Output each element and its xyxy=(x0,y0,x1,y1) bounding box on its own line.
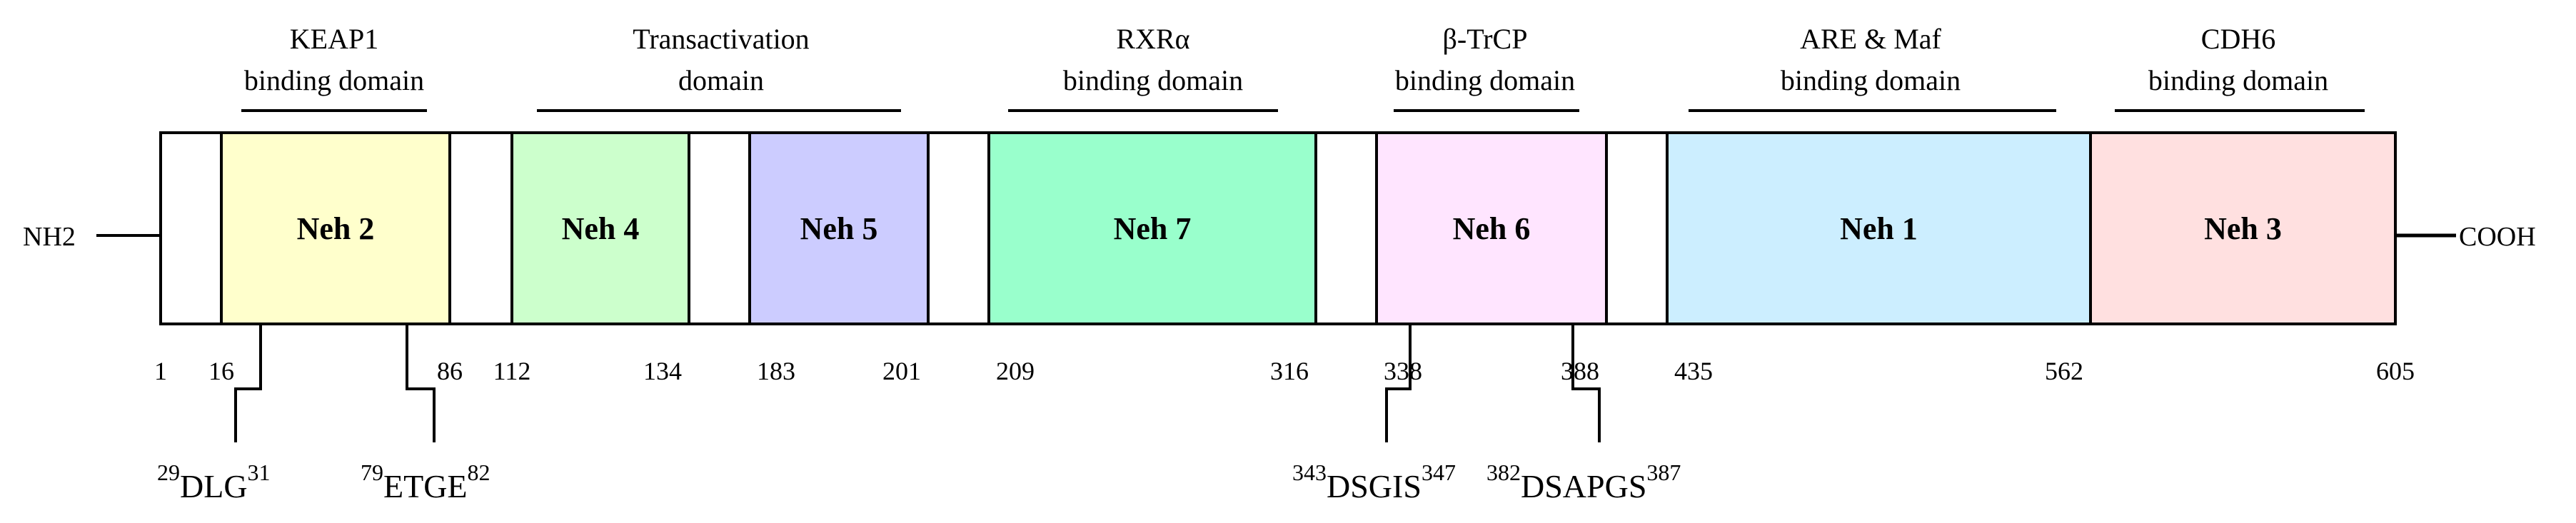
motif-dlg-connector xyxy=(234,325,262,442)
motif-dsgis: 343DSGIS347 xyxy=(1292,325,1456,504)
position-label-16: 16 xyxy=(208,357,234,385)
motif-dsgis-start: 343 xyxy=(1292,459,1327,485)
transactivation-group-title-line2: domain xyxy=(678,64,764,96)
transactivation-group-title-line1: Transactivation xyxy=(633,23,809,55)
segment-linker-6 xyxy=(927,131,990,325)
segment-neh6 xyxy=(1375,131,1608,325)
segment-label-neh4: Neh 4 xyxy=(562,211,640,246)
segment-linker-8 xyxy=(1314,131,1378,325)
position-label-1: 1 xyxy=(154,357,167,385)
keap1-group-title-line2: binding domain xyxy=(244,64,424,96)
motif-dsgis-connector xyxy=(1385,325,1412,442)
segment-neh3 xyxy=(2089,131,2397,325)
position-label-134: 134 xyxy=(643,357,682,385)
position-label-605: 605 xyxy=(2376,357,2415,385)
position-label-183: 183 xyxy=(757,357,795,385)
position-label-316: 316 xyxy=(1270,357,1309,385)
segment-label-neh7: Neh 7 xyxy=(1114,211,1192,246)
segment-linker-10 xyxy=(1605,131,1669,325)
motif-etge-end: 82 xyxy=(468,459,490,485)
motif-dsgis-end: 347 xyxy=(1422,459,1456,485)
motif-dlg-label: 29DLG31 xyxy=(157,459,271,504)
motif-dsgis-seq: DSGIS xyxy=(1327,468,1422,504)
segment-neh1 xyxy=(1666,131,2092,325)
motif-dsapgs: 382DSAPGS387 xyxy=(1486,325,1681,504)
motif-dlg-seq: DLG xyxy=(180,468,248,504)
motif-dsapgs-start: 382 xyxy=(1486,459,1521,485)
position-label-201: 201 xyxy=(882,357,921,385)
segment-linker-2 xyxy=(448,131,513,325)
segment-neh2 xyxy=(220,131,451,325)
position-label-388: 388 xyxy=(1561,357,1599,385)
segment-label-neh6: Neh 6 xyxy=(1453,211,1531,246)
motif-dsapgs-connector xyxy=(1571,325,1601,442)
segment-label-neh3: Neh 3 xyxy=(2204,211,2282,246)
segment-label-neh1: Neh 1 xyxy=(1840,211,1918,246)
n-terminal-label: NH2 xyxy=(23,222,76,252)
position-label-562: 562 xyxy=(2045,357,2083,385)
cdh6-group-title-line2: binding domain xyxy=(2148,64,2328,96)
rxr-group-title-line2: binding domain xyxy=(1063,64,1243,96)
position-label-338: 338 xyxy=(1384,357,1422,385)
protein-segments: Neh 2 Neh 4 Neh 5 Neh 7 Neh 6 Neh 1 Neh 3 xyxy=(159,131,2397,325)
btrcp-group-title-line1: β-TrCP xyxy=(1443,23,1528,55)
position-labels: 1 16 86 112 134 183 201 209 316 338 388 435 562 605 xyxy=(154,357,2415,385)
motif-dsapgs-seq: DSAPGS xyxy=(1521,468,1646,504)
segment-linker-0 xyxy=(159,131,223,325)
position-label-435: 435 xyxy=(1674,357,1713,385)
motif-dlg-end: 31 xyxy=(248,459,271,485)
motif-etge-label: 79ETGE82 xyxy=(361,459,490,504)
are-maf-group-title-line1: ARE & Maf xyxy=(1800,23,1941,55)
segment-linker-4 xyxy=(688,131,751,325)
position-label-86: 86 xyxy=(437,357,463,385)
motif-dsapgs-end: 387 xyxy=(1646,459,1681,485)
btrcp-group-title-line2: binding domain xyxy=(1395,64,1575,96)
motif-etge-connector xyxy=(406,325,436,442)
segment-neh7 xyxy=(987,131,1317,325)
position-label-209: 209 xyxy=(996,357,1035,385)
segment-label-neh5: Neh 5 xyxy=(800,211,878,246)
are-maf-group-title-line2: binding domain xyxy=(1781,64,1961,96)
motif-dsgis-label: 343DSGIS347 xyxy=(1292,459,1456,504)
motif-dlg: 29DLG31 xyxy=(157,325,271,504)
cdh6-group-title-line1: CDH6 xyxy=(2201,23,2275,55)
motif-etge-seq: ETGE xyxy=(383,468,468,504)
motif-etge-start: 79 xyxy=(361,459,383,485)
motif-dlg-start: 29 xyxy=(157,459,180,485)
rxr-group-title-line1: RXRα xyxy=(1116,23,1189,55)
motif-etge: 79ETGE82 xyxy=(361,325,490,504)
motif-dsapgs-label: 382DSAPGS387 xyxy=(1486,459,1681,504)
position-label-112: 112 xyxy=(493,357,531,385)
keap1-group-title-line1: KEAP1 xyxy=(290,23,378,55)
c-terminal-label: COOH xyxy=(2459,222,2536,252)
segment-label-neh2: Neh 2 xyxy=(297,211,375,246)
